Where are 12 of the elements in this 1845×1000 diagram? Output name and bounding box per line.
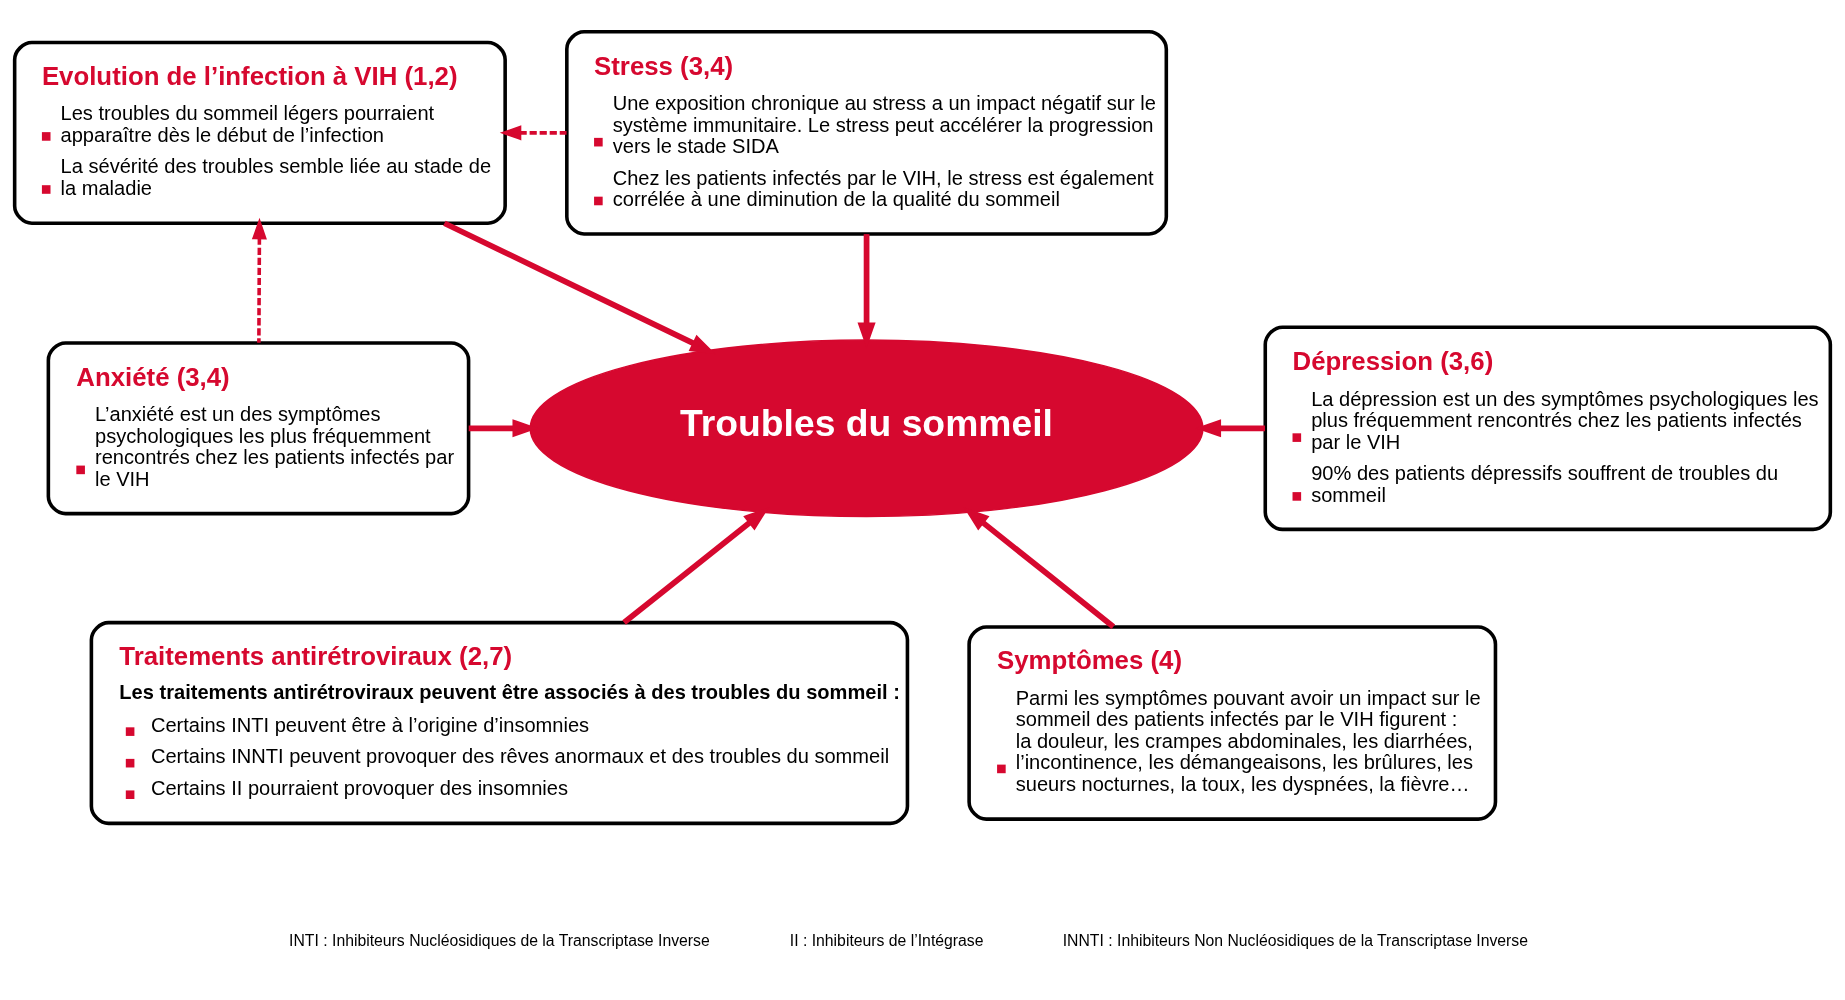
node-ellipse: Troubles du sommeil: [529, 339, 1204, 518]
node-box: Dépression (3,6) La dépression est un des symptômes psychologiques les plus fréquemment rencontrés chez les patients infectés par le VIH 90% des patients dépressifs souffrent de troubles du sommeil: [1263, 325, 1833, 532]
label: INTI : Inhibiteurs Nucléosidiques de la Transcriptase Inverse: [289, 932, 710, 950]
arrow: [251, 217, 267, 343]
node-box: Evolution de l’infection à VIH (1,2) Les troubles du sommeil légers pourraient apparaître dès le début de l’infection La sévérité des troubles semble liée au stade de la maladie: [12, 40, 507, 225]
arrow: [499, 125, 567, 141]
node-box: Anxiété (3,4) L’anxiété est un des symptômes psychologiques les plus fréquemment rencontrés chez les patients infectés par le VIH: [46, 341, 471, 516]
node-box: Stress (3,4) Une exposition chronique au stress a un impact négatif sur le système immunitaire. Le stress peut accélérer la progression vers le stade SIDA Chez les patients infectés par le VIH, le stress est également corrélée à une diminution de la qualité du sommeil: [565, 29, 1169, 236]
node-box: Symptômes (4) Parmi les symptômes pouvant avoir un impact sur le sommeil des patients infectés par le VIH figurent : la douleur, les crampes abdominales, les diarrhées, l’incontinence, les démangeaisons, les brûlures, les sueurs nocturnes, la toux, les dyspnées, la fièvre…: [967, 625, 1498, 821]
label: II : Inhibiteurs de l’Intégrase: [789, 932, 984, 950]
node-box: Traitements antirétroviraux (2,7) Les traitements antirétroviraux peuvent être associés à des troubles du sommeil : Certains INTI peuvent être à l’origine d’insomnies Certains INNTI peuvent provoquer des rêves anormaux et des troubles du sommeil Certains II pourraient provoquer des insomnies: [89, 620, 910, 826]
label: INNTI : Inhibiteurs Non Nucléosidiques de la Transcriptase Inverse: [1062, 932, 1529, 950]
